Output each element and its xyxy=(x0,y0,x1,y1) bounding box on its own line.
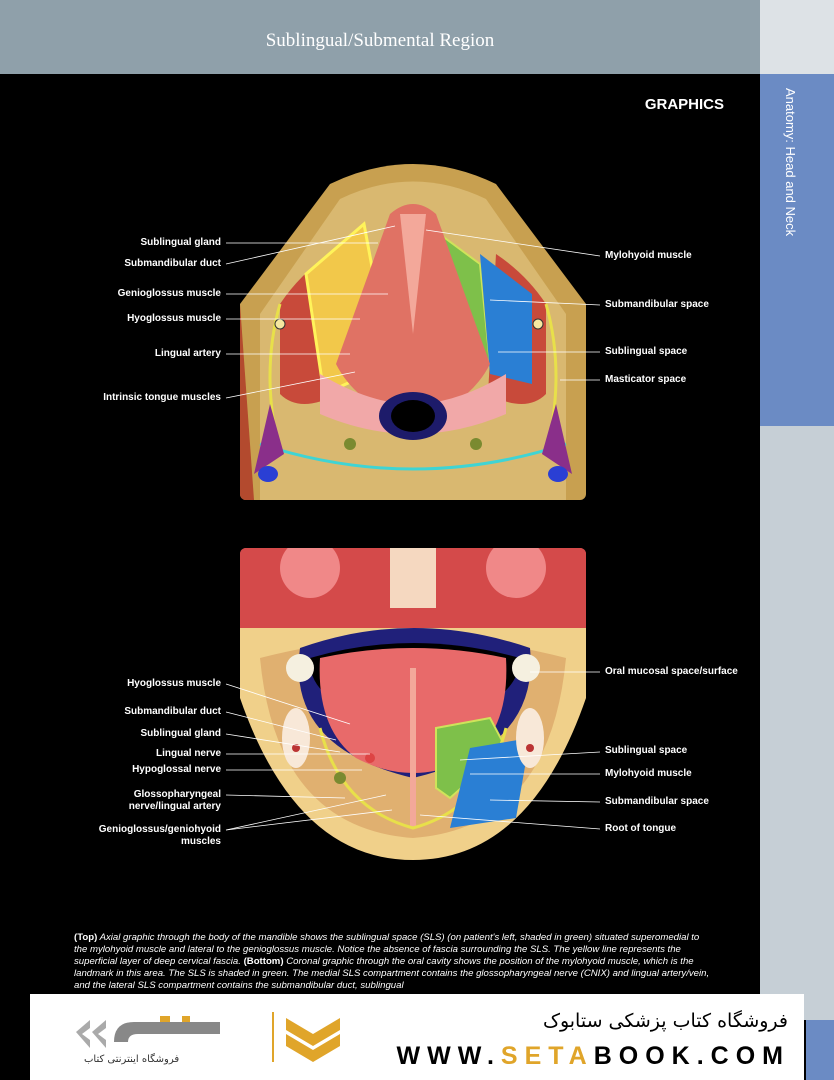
label-oral-mucosal-space: Oral mucosal space/surface xyxy=(605,666,738,677)
label-submandibular-duct-bottom: Submandibular duct xyxy=(124,706,221,717)
label-glossopharyngeal: Glossopharyngeal xyxy=(133,789,221,800)
label-nerve-lingual-artery: nerve/lingual artery xyxy=(128,801,221,812)
label-genioglossus-muscle: Genioglossus muscle xyxy=(117,288,221,299)
label-hyoglossus-muscle-bottom: Hyoglossus muscle xyxy=(127,678,221,689)
label-mylohyoid-muscle-bottom: Mylohyoid muscle xyxy=(605,768,692,779)
store-name: فروشگاه کتاب پزشکی ستابوک xyxy=(542,1010,788,1032)
label-masticator-space: Masticator space xyxy=(605,374,687,385)
sidebar-lower-block xyxy=(760,426,834,1020)
chevron-badge-icon xyxy=(286,1018,340,1062)
label-sublingual-gland: Sublingual gland xyxy=(140,237,221,248)
section-label: GRAPHICS xyxy=(644,96,724,113)
label-muscles: muscles xyxy=(180,836,221,847)
label-intrinsic-tongue-muscles: Intrinsic tongue muscles xyxy=(103,392,221,403)
label-lingual-artery: Lingual artery xyxy=(154,348,221,359)
label-sublingual-space-bottom: Sublingual space xyxy=(605,745,688,756)
label-sublingual-gland-bottom: Sublingual gland xyxy=(140,728,221,739)
figure-caption: (Top) Axial graphic through the body of … xyxy=(74,932,714,992)
label-hypoglossal-nerve: Hypoglossal nerve xyxy=(132,764,221,775)
caption-bottom-tag: (Bottom) xyxy=(243,956,284,967)
coronal-illustration-svg xyxy=(240,548,586,860)
axial-anatomy-illustration xyxy=(240,154,586,500)
coronal-anatomy-illustration xyxy=(240,548,586,860)
label-lingual-nerve: Lingual nerve xyxy=(155,748,221,759)
caption-top-tag: (Top) xyxy=(74,932,98,943)
sidebar-strip xyxy=(806,1020,834,1080)
caption-top-text: Axial graphic through the body of the ma… xyxy=(74,932,700,967)
axial-illustration-svg xyxy=(240,154,586,500)
label-hyoglossus-muscle: Hyoglossus muscle xyxy=(127,313,221,324)
chapter-tab[interactable] xyxy=(760,74,834,426)
label-submandibular-space: Submandibular space xyxy=(605,299,709,310)
store-url[interactable]: WWW.SETABOOK.COM xyxy=(397,1042,790,1071)
sidebar-top-block xyxy=(760,0,834,74)
page-title: Sublingual/Submental Region xyxy=(265,30,495,51)
label-submandibular-duct: Submandibular duct xyxy=(124,258,221,269)
chapter-tab-label: Anatomy: Head and Neck xyxy=(783,88,798,237)
brand-subtitle: فروشگاه اینترنتی کتاب xyxy=(84,1054,180,1065)
banner-divider xyxy=(272,1012,274,1062)
setabook-logo-icon xyxy=(76,1016,220,1048)
url-highlight: SETA xyxy=(500,1042,594,1070)
url-prefix: WWW. xyxy=(396,1042,501,1070)
label-genioglossus-geniohyoid: Genioglossus/geniohyoid xyxy=(98,824,221,835)
promo-banner[interactable]: فروشگاه اینترنتی کتاب فروشگاه کتاب پزشکی… xyxy=(30,994,804,1080)
header-bar xyxy=(0,0,760,74)
label-submandibular-space-bottom: Submandibular space xyxy=(605,796,709,807)
caption-bottom-text: Coronal graphic through the oral cavity … xyxy=(74,956,710,991)
label-sublingual-space: Sublingual space xyxy=(605,346,688,357)
label-root-of-tongue: Root of tongue xyxy=(605,823,677,834)
url-suffix: BOOK.COM xyxy=(593,1042,790,1070)
label-mylohyoid-muscle: Mylohyoid muscle xyxy=(605,250,692,261)
